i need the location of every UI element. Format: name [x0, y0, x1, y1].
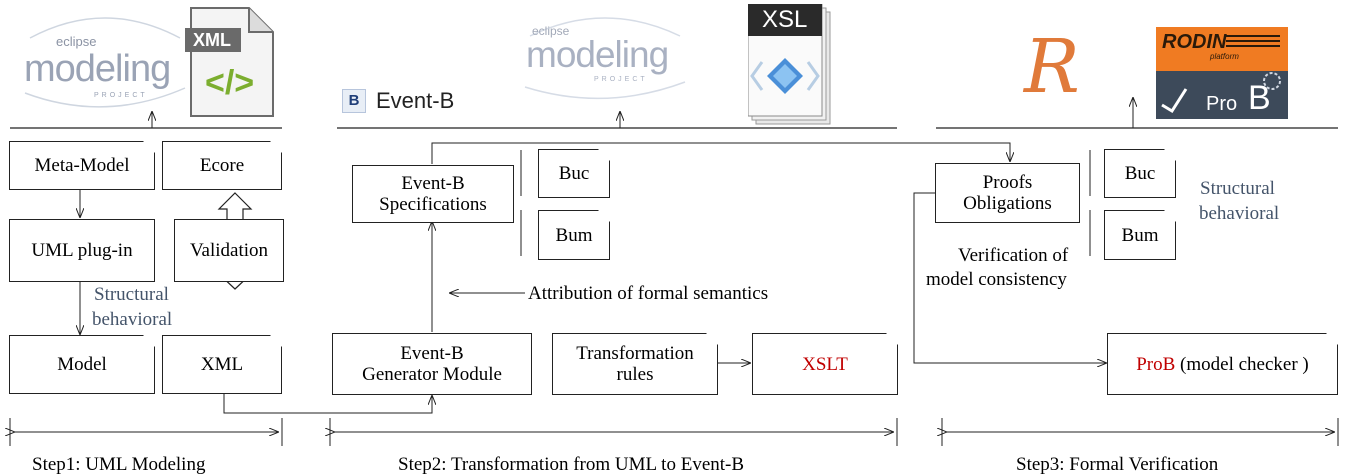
proofs-line2: Obligations: [963, 193, 1052, 214]
eventb-generator-box: Event-B Generator Module: [332, 333, 532, 395]
validation-box: Validation: [174, 219, 284, 282]
buc-box-step3: Buc: [1104, 149, 1176, 198]
structural-label-step1: Structural: [94, 284, 169, 305]
project-tag: PROJECT: [94, 92, 148, 99]
prob-b: B: [1248, 79, 1271, 117]
rodin-prob-logo: RODIN platform Pro B: [1156, 27, 1288, 119]
spec-line1: Event-B: [401, 173, 465, 194]
bum-box-step3: Bum: [1104, 210, 1176, 260]
attribution-label: Attribution of formal semantics: [528, 283, 769, 304]
prob-text: Pro: [1206, 93, 1238, 115]
r-letter: R: [1024, 24, 1080, 110]
eventb-logo: B Event-B: [340, 86, 510, 116]
model-box: Model: [9, 335, 155, 394]
gen-line1: Event-B: [400, 343, 464, 364]
trans-line2: rules: [616, 364, 654, 385]
xsl-file-icon: XSL: [747, 3, 832, 126]
spec-line2: Specifications: [379, 194, 487, 215]
meta-model-box: Meta-Model: [9, 141, 155, 190]
eventb-text: Event-B: [376, 88, 455, 113]
verification-line1: Verification of: [958, 245, 1069, 266]
rodin-text: RODIN: [1162, 31, 1227, 53]
xsl-badge: XSL: [762, 6, 808, 33]
proofs-obligations-box: Proofs Obligations: [935, 163, 1080, 223]
xml-box: XML: [162, 335, 282, 394]
code-brackets-icon: </>: [205, 64, 255, 102]
prob-name: ProB: [1136, 353, 1176, 375]
xml-file-icon: XML </>: [183, 6, 277, 118]
model-checker-text: (model checker ): [1175, 353, 1309, 375]
xslt-box: XSLT: [752, 333, 898, 395]
proofs-line1: Proofs: [982, 172, 1033, 193]
eclipse-tag: eclipse: [56, 34, 97, 49]
xml-badge: XML: [193, 30, 231, 50]
gen-line2: Generator Module: [362, 364, 502, 385]
uml-plugin-box: UML plug-in: [9, 219, 155, 282]
prob-model-checker-box: ProB (model checker ): [1107, 333, 1338, 395]
eventb-tag-icon: B: [342, 89, 366, 113]
behavioral-label-step1: behavioral: [92, 309, 173, 330]
modeling-word-2: modeling: [526, 34, 669, 75]
step3-caption: Step3: Formal Verification: [1016, 454, 1219, 474]
eventb-specifications-box: Event-B Specifications: [352, 165, 514, 223]
eclipse-modeling-logo: eclipse modeling PROJECT: [20, 8, 190, 108]
eclipse-tag-2: eclipse: [532, 24, 570, 38]
trans-line1: Transformation: [576, 343, 694, 364]
step2-caption: Step2: Transformation from UML to Event-…: [398, 454, 745, 474]
project-tag-2: PROJECT: [594, 76, 648, 83]
eclipse-modeling-logo-2: eclipse modeling PROJECT: [520, 12, 690, 102]
modeling-word: modeling: [24, 48, 171, 90]
structural-label-step3: Structural: [1200, 178, 1275, 199]
r-logo: R: [1018, 24, 1098, 110]
rodin-sub: platform: [1210, 52, 1239, 61]
verification-line2: model consistency: [926, 269, 1067, 290]
ecore-box: Ecore: [162, 141, 282, 190]
step1-caption: Step1: UML Modeling: [32, 454, 206, 474]
bum-box-step2: Bum: [538, 210, 610, 260]
buc-box-step2: Buc: [538, 149, 610, 198]
behavioral-label-step3: behavioral: [1199, 203, 1280, 224]
transformation-rules-box: Transformation rules: [552, 333, 718, 395]
